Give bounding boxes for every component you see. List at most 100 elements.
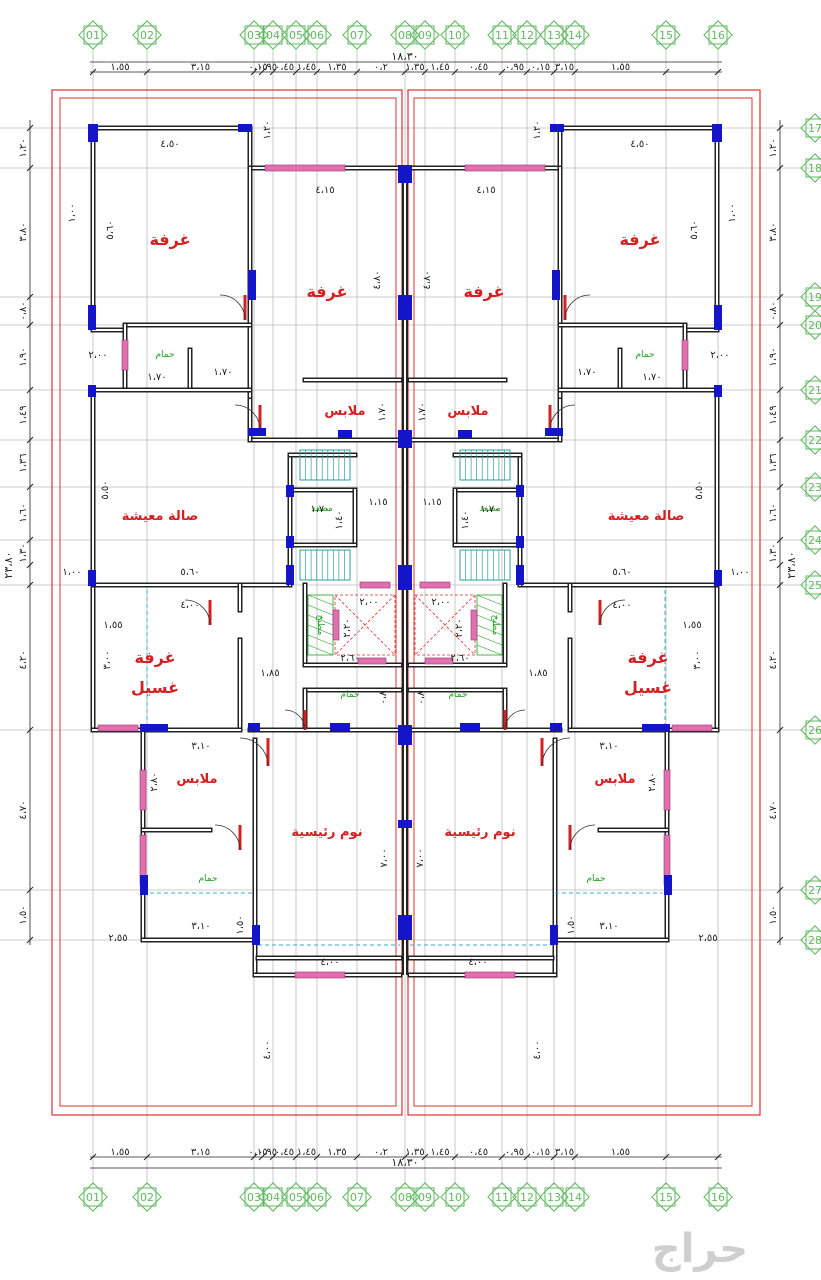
idim-hall-w-r: ١،٨٥: [528, 668, 547, 679]
axis-bottom-06-box: [307, 1187, 327, 1207]
axis-bottom-01-box: [83, 1187, 103, 1207]
column-15: [88, 570, 96, 586]
axis-right-26-shape: [800, 715, 821, 745]
column-18: [516, 565, 524, 585]
axis-top-01: 01: [86, 29, 100, 42]
axis-bottom-13-box: [544, 1187, 564, 1207]
right-dim-seg: ١،٣٠: [768, 543, 779, 562]
idim-room-top-w-r: ٤،٥٠: [630, 139, 649, 150]
top-dim-tick: [550, 68, 558, 76]
column-23: [516, 485, 524, 497]
idim-bath-side-r: ٢،٠٠: [710, 350, 729, 361]
bottom-dim-tick: [550, 1153, 558, 1161]
top-dim-seg: ١،٣٥: [405, 62, 424, 73]
axis-top-15-shape: [651, 20, 681, 50]
top-dim-tick: [313, 68, 321, 76]
axis-bottom-16: 16: [711, 1191, 725, 1204]
idim-corridor-h-l: ٢،٦٠: [340, 653, 359, 664]
column-33: [252, 925, 260, 945]
idim-bath3-w-r: ٣،١٠: [599, 921, 618, 932]
kitchen-hatch-line: [476, 604, 503, 616]
axis-bottom-15-shape: [651, 1182, 681, 1212]
idim-living-win-l: ١،٠٠: [62, 567, 81, 578]
idim-laundry-h-r: ٣،٠٠: [692, 650, 703, 669]
axis-bottom-10-box: [445, 1187, 465, 1207]
column-19: [398, 565, 412, 590]
axis-bottom-11: 11: [495, 1191, 509, 1204]
stair-left-lower: [299, 549, 351, 581]
left-dim-tick: [26, 386, 34, 394]
axis-right-21-shape: [800, 375, 821, 405]
idim-front-r: ٤،٠٠: [532, 1040, 543, 1059]
idim-room-top-w-l: ٤،٥٠: [160, 139, 179, 150]
column-12: [714, 385, 722, 397]
column-35: [398, 915, 412, 940]
idim-living-win-r: ١،٠٠: [730, 567, 749, 578]
top-dim-tick: [89, 68, 97, 76]
door-swing-4: [184, 599, 211, 626]
label-bath-left: حمام: [155, 350, 174, 360]
right-dim-seg: ٤،٢٠: [768, 650, 779, 669]
axis-top-04: 04: [266, 29, 280, 42]
column-28: [642, 724, 670, 732]
left-dim-seg: ١،٣٦: [18, 453, 29, 472]
stair-left-upper: [299, 449, 351, 481]
axis-top-13: 13: [547, 29, 561, 42]
column-0: [88, 124, 98, 142]
axis-bottom-02: 02: [140, 1191, 154, 1204]
bottom-dim-seg: ٣،١٥: [191, 1147, 210, 1158]
top-dim-tick: [292, 68, 300, 76]
bottom-dim-seg: ٠،٤٥: [469, 1147, 488, 1158]
left-dim-tick: [26, 726, 34, 734]
idim-closet2-w-l: ٣،١٠: [191, 741, 210, 752]
idim-laundry-w-r: ٤،٠٠: [612, 600, 631, 611]
right-dim-tick: [776, 321, 784, 329]
kitchen-hatch-line: [307, 624, 334, 636]
window-9: [671, 724, 713, 732]
axis-right-18: 18: [808, 162, 821, 175]
window-15: [464, 971, 516, 979]
top-dim-tick: [714, 68, 722, 76]
axis-bottom-04-shape: [258, 1182, 288, 1212]
label-closet-left: ملابس: [324, 404, 365, 419]
axis-bottom-13-shape: [539, 1182, 569, 1212]
kitchen-hatch-line: [307, 614, 334, 626]
axis-bottom-07-shape: [342, 1182, 372, 1212]
bottom-dim-seg: ١،٤٥: [430, 1147, 449, 1158]
bottom-dim-seg: ٠،٤٥: [275, 1147, 294, 1158]
axis-bottom-16-shape: [703, 1182, 733, 1212]
column-2: [550, 124, 564, 132]
stair-right-lower: [459, 549, 511, 581]
label-elevator-left: مصعد: [311, 504, 333, 514]
bottom-dim-seg: ١،٥٥: [611, 1147, 630, 1158]
idim-living-w-r: ٥،٦٠: [612, 567, 631, 578]
doors-windows: [97, 164, 713, 979]
idim-elev-h-r: ١،٤٠: [460, 510, 471, 529]
axis-top-08: 08: [398, 29, 412, 42]
idim-room-top-h-r: ٥،٦٠: [689, 220, 700, 239]
idim-front-l: ٤،٠٠: [262, 1040, 273, 1059]
bottom-dim-seg: ١،٣٥: [327, 1147, 346, 1158]
bottom-dim-seg: ٠،٩٥: [505, 1147, 524, 1158]
window-11: [663, 769, 671, 811]
axis-top-15: 15: [659, 29, 673, 42]
idim-master-h-l: ٧،٠٠: [379, 848, 390, 867]
axis-bottom-08-box: [395, 1187, 415, 1207]
axis-top-06-shape: [302, 20, 332, 50]
idim-stair-w-l: ١،١٥: [368, 497, 387, 508]
idim-room-top-col-l: ١،٢٠: [262, 120, 273, 139]
axis-top-11-shape: [487, 20, 517, 50]
right-dim-tick: [776, 386, 784, 394]
kitchen-hatch-line: [307, 644, 334, 656]
idim-master-h-r: ٧،٠٠: [415, 848, 426, 867]
left-dim-tick: [26, 936, 34, 944]
door-swing-8: [239, 737, 269, 767]
axis-right-19: 19: [808, 291, 821, 304]
axis-bottom-01: 01: [86, 1191, 100, 1204]
axis-top-07-shape: [342, 20, 372, 50]
label-bath-right: حمام: [635, 350, 654, 360]
right-dim-seg: ١،٥٠: [768, 905, 779, 924]
axis-right-24-box: [805, 530, 821, 550]
